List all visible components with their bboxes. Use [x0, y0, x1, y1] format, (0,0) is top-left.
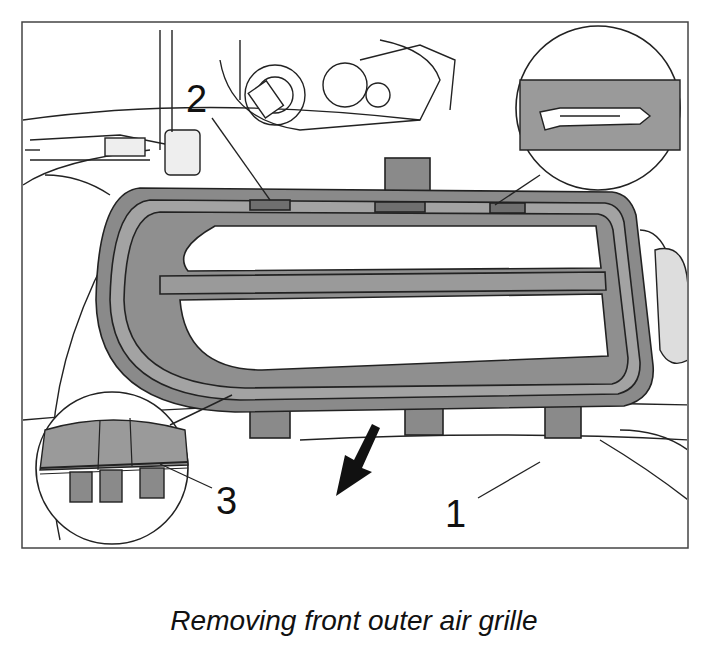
- frame: [22, 22, 688, 548]
- callout-number: 2: [186, 80, 207, 118]
- callout-number: 3: [216, 482, 237, 520]
- clip-detail-bottom: [36, 392, 188, 544]
- leader-line: [160, 464, 212, 488]
- leader-line: [478, 462, 540, 498]
- callout-number: 1: [445, 495, 466, 533]
- air-grille: [96, 158, 653, 438]
- clip-detail-top: [516, 26, 680, 190]
- figure-caption: Removing front outer air grille: [0, 605, 708, 637]
- leader-line: [212, 118, 270, 200]
- direction-arrow: [336, 424, 380, 496]
